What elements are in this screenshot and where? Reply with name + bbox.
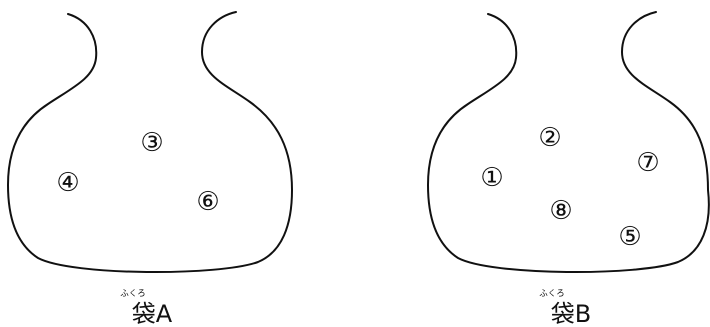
ball-label: ③ bbox=[140, 128, 163, 158]
ball-label: ⑥ bbox=[196, 187, 219, 217]
ball-label: ② bbox=[538, 123, 561, 153]
ball-label: ① bbox=[480, 163, 503, 193]
ball-label: ⑧ bbox=[549, 196, 572, 226]
ball-label: ④ bbox=[56, 168, 79, 198]
ball-label: ⑤ bbox=[618, 222, 641, 252]
bag-a-label: 袋A bbox=[132, 300, 173, 327]
bag-a-ruby: ふくろ bbox=[120, 289, 146, 299]
ball-label: ⑦ bbox=[636, 148, 659, 178]
bag-b-ruby: ふくろ bbox=[539, 289, 565, 299]
bag-b-outline bbox=[428, 12, 709, 272]
bag-b-label: 袋B bbox=[551, 300, 591, 327]
